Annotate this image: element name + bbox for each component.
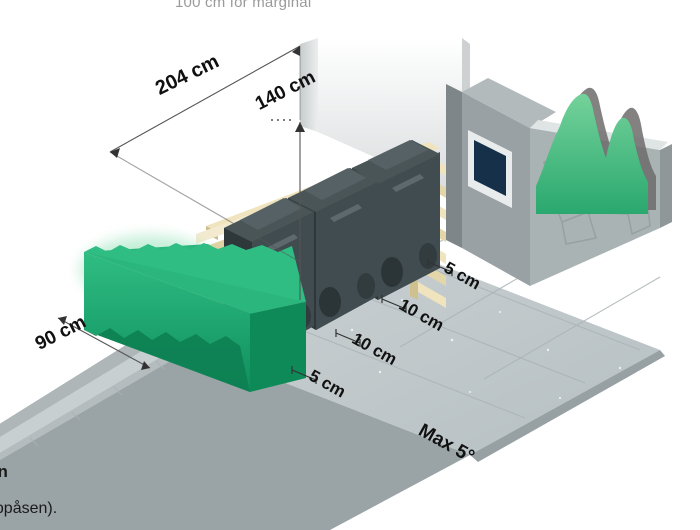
shrub	[536, 87, 656, 214]
dimension-arrowheads	[58, 46, 305, 370]
bottom-subtext: soppåsen).	[0, 500, 58, 517]
window	[468, 130, 512, 208]
top-caption: 100 cm för marginal	[175, 0, 312, 11]
green-hedge	[80, 236, 306, 392]
dimension-tick-dots	[271, 119, 291, 121]
dimension-lines	[57, 45, 301, 369]
bottom-heading: en	[0, 462, 8, 481]
curb-stones	[0, 338, 186, 461]
gap-leader-lines	[291, 258, 453, 384]
